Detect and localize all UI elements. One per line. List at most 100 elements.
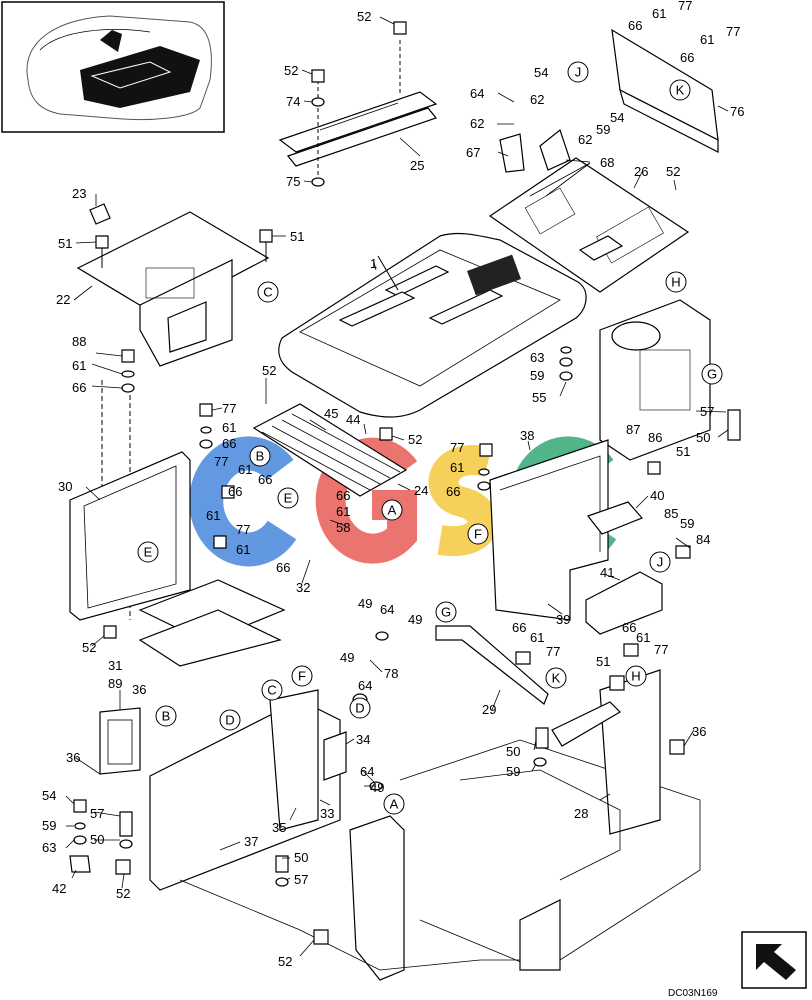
callout-1: 1 [370, 256, 377, 271]
callout-77: 77 [654, 642, 668, 657]
callout-57: 57 [294, 872, 308, 887]
callout-57: 57 [90, 806, 104, 821]
callout-52: 52 [357, 9, 371, 24]
ref-marker-f: F [298, 669, 306, 684]
ref-marker-a: A [390, 797, 399, 812]
callout-66: 66 [276, 560, 290, 575]
callout-54: 54 [610, 110, 624, 125]
callout-64: 64 [358, 678, 372, 693]
callout-59: 59 [596, 122, 610, 137]
ref-marker-c: C [267, 683, 276, 698]
callout-55: 55 [532, 390, 546, 405]
callout-58: 58 [336, 520, 350, 535]
callout-61: 61 [236, 542, 250, 557]
callout-52: 52 [666, 164, 680, 179]
callout-45: 45 [324, 406, 338, 421]
ref-marker-e: E [144, 545, 153, 560]
ref-marker-e: E [284, 491, 293, 506]
frame-upper-right [599, 299, 711, 461]
callout-89: 89 [108, 676, 122, 691]
callout-50: 50 [696, 430, 710, 445]
callout-33: 33 [320, 806, 334, 821]
callout-52: 52 [116, 886, 130, 901]
callout-68: 68 [600, 155, 614, 170]
callout-61: 61 [530, 630, 544, 645]
callout-59: 59 [680, 516, 694, 531]
ref-marker-g: G [441, 605, 451, 620]
bracket-45 [252, 403, 408, 497]
callout-64: 64 [380, 602, 394, 617]
callout-49: 49 [370, 780, 384, 795]
ref-marker-b: B [162, 709, 171, 724]
bar-29 [435, 625, 549, 705]
callout-63: 63 [530, 350, 544, 365]
callout-77: 77 [678, 0, 692, 13]
callout-57: 57 [700, 404, 714, 419]
locator-inset [1, 1, 225, 133]
callout-35: 35 [272, 820, 286, 835]
callout-39: 39 [556, 612, 570, 627]
callout-66: 66 [622, 620, 636, 635]
callout-77: 77 [546, 644, 560, 659]
ref-marker-h: H [671, 275, 680, 290]
cover-22 [76, 203, 273, 620]
callout-31: 31 [108, 658, 122, 673]
ref-marker-d: D [225, 713, 234, 728]
rail-25 [278, 21, 438, 187]
callout-51: 51 [290, 229, 304, 244]
callout-74: 74 [286, 94, 300, 109]
callout-62: 62 [578, 132, 592, 147]
callout-75: 75 [286, 174, 300, 189]
callout-61: 61 [222, 420, 236, 435]
callout-32: 32 [296, 580, 310, 595]
panel-38 [489, 439, 609, 621]
bracket-40 [587, 501, 644, 535]
callout-66: 66 [628, 18, 642, 33]
callout-77: 77 [726, 24, 740, 39]
callout-61: 61 [700, 32, 714, 47]
callout-51: 51 [676, 444, 690, 459]
callout-66: 66 [222, 436, 236, 451]
callout-51: 51 [58, 236, 72, 251]
callout-61: 61 [72, 358, 86, 373]
callout-66: 66 [680, 50, 694, 65]
cover-26 [488, 157, 690, 293]
bracket-41 [585, 571, 663, 635]
callout-85: 85 [664, 506, 678, 521]
callout-66: 66 [72, 380, 86, 395]
callout-77: 77 [222, 401, 236, 416]
callout-62: 62 [470, 116, 484, 131]
ref-marker-h: H [631, 669, 640, 684]
ref-marker-a: A [388, 503, 397, 518]
callout-50: 50 [90, 832, 104, 847]
callout-25: 25 [410, 158, 424, 173]
callout-51: 51 [596, 654, 610, 669]
callout-34: 34 [356, 732, 370, 747]
callout-42: 42 [52, 881, 66, 896]
callout-62: 62 [530, 92, 544, 107]
ref-marker-b: B [256, 449, 265, 464]
callout-86: 86 [648, 430, 662, 445]
callout-50: 50 [506, 744, 520, 759]
callout-41: 41 [600, 565, 614, 580]
callout-67: 67 [466, 145, 480, 160]
callout-66: 66 [258, 472, 272, 487]
diagram-code: DC03N169 [668, 988, 718, 999]
ref-marker-c: C [263, 285, 272, 300]
callout-77: 77 [214, 454, 228, 469]
callout-28: 28 [574, 806, 588, 821]
callout-59: 59 [42, 818, 56, 833]
direction-arrow-icon [741, 931, 807, 989]
callout-50: 50 [294, 850, 308, 865]
callout-54: 54 [534, 65, 548, 80]
callout-87: 87 [626, 422, 640, 437]
callout-77: 77 [236, 522, 250, 537]
callout-38: 38 [520, 428, 534, 443]
callout-61: 61 [636, 630, 650, 645]
callout-78: 78 [384, 666, 398, 681]
callout-49: 49 [358, 596, 372, 611]
callout-77: 77 [450, 440, 464, 455]
callout-66: 66 [336, 488, 350, 503]
panel-30 [69, 451, 191, 621]
callout-23: 23 [72, 186, 86, 201]
